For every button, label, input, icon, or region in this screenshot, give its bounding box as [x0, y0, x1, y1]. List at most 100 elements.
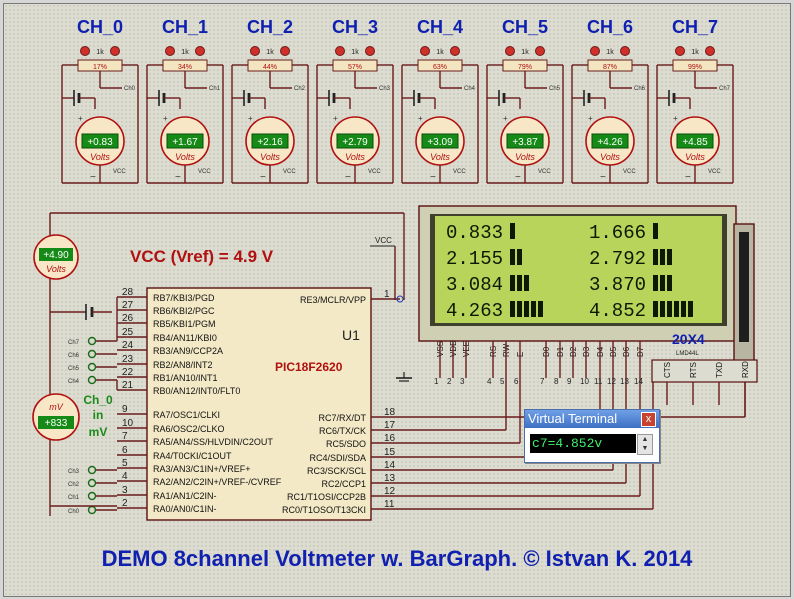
pin-name: RB7/KBI3/PGD — [153, 293, 215, 303]
lcd-pin-number: 9 — [567, 377, 572, 386]
pot-value: 1k — [521, 49, 529, 56]
close-button[interactable]: x — [641, 412, 656, 427]
scroll-arrows-icon[interactable]: ▲▼ — [637, 434, 653, 455]
net-label: Ch5 — [549, 86, 561, 92]
net-terminal-icon — [87, 336, 97, 346]
net-terminal-icon — [87, 349, 97, 359]
pin-number: 27 — [122, 300, 134, 311]
meter-unit: Volts — [260, 152, 280, 162]
pot-value: 1k — [96, 49, 104, 56]
lcd-bar-segment — [681, 301, 686, 317]
lcd-bar-segment — [660, 275, 665, 291]
terminal-pin-name: RTS — [689, 362, 698, 378]
lcd-bar-segment — [531, 301, 536, 317]
pot-percent: 17% — [93, 64, 107, 71]
pot-value: 1k — [266, 49, 274, 56]
lcd-bar-segment — [517, 275, 522, 291]
pin-name: RA6/OSC2/CLKO — [153, 424, 225, 434]
pin-number: 23 — [122, 354, 134, 365]
pot-percent: 34% — [178, 64, 192, 71]
meter-plus-label: + — [503, 114, 508, 123]
meter-unit: Volts — [46, 264, 66, 274]
pot-percent: 57% — [348, 64, 362, 71]
lcd-pin-number: 8 — [554, 377, 559, 386]
lcd-model: LMD44L — [676, 351, 699, 357]
pin-name: RA5/AN4/SS/HLVDIN/C2OUT — [153, 437, 273, 447]
vcc-label: VCC — [453, 169, 466, 175]
lcd-cell-text: 0.833 — [446, 222, 503, 244]
vcc-label: VCC — [283, 169, 296, 175]
pin-number: 3 — [122, 485, 128, 496]
lcd-bar-segment — [667, 301, 672, 317]
lcd-bar-segment — [538, 301, 543, 317]
pot-terminal-icon — [250, 46, 260, 56]
pot-terminal-icon — [705, 46, 715, 56]
pot-percent: 79% — [518, 64, 532, 71]
pot-terminal-icon — [280, 46, 290, 56]
meter-plus-label: + — [588, 114, 593, 123]
net-label: Ch6 — [634, 86, 646, 92]
channel-label: CH_0 — [77, 17, 123, 37]
pin-number: 17 — [384, 420, 396, 431]
lcd-bar-segment — [524, 301, 529, 317]
virtual-terminal-title: Virtual Terminal — [528, 411, 618, 426]
meter-display — [336, 133, 374, 149]
pin-name: RE3/MCLR/VPP — [300, 295, 366, 305]
pin-name: RC4/SDI/SDA — [309, 453, 366, 463]
pot-terminal-icon — [675, 46, 685, 56]
pin-number: 6 — [122, 445, 128, 456]
lcd-cell-text: 3.870 — [589, 274, 646, 296]
meter-reading: +2.79 — [342, 137, 368, 148]
net-terminal-icon — [87, 478, 97, 488]
lcd-bar-segment — [524, 275, 529, 291]
meter-minus-label: − — [685, 172, 691, 183]
meter-minus-label: − — [600, 172, 606, 183]
lcd-cell-text: 3.084 — [446, 274, 503, 296]
pin-number: 5 — [122, 458, 128, 469]
pot-terminal-icon — [535, 46, 545, 56]
net-terminal-icon — [87, 505, 97, 515]
meter-plus-label: + — [163, 114, 168, 123]
virtual-terminal-window[interactable]: Virtual Terminal x c7=4.852v ▲▼ — [524, 409, 660, 463]
terminal-pin-name: CTS — [663, 362, 672, 378]
mv-caption: mV — [89, 425, 108, 439]
pot-value: 1k — [181, 49, 189, 56]
lcd-pin-number: 6 — [514, 377, 519, 386]
terminal-pin-block — [651, 359, 758, 383]
net-label: Ch0 — [68, 509, 80, 515]
meter-reading: +2.16 — [257, 137, 283, 148]
lcd-bar-segment — [660, 301, 665, 317]
lcd-bar-segment — [510, 249, 515, 265]
meter-minus-label: − — [515, 172, 521, 183]
pot-terminal-icon — [165, 46, 175, 56]
pot-terminal-icon — [110, 46, 120, 56]
lcd-bar-segment — [674, 301, 679, 317]
lcd-pin-number: 1 — [434, 377, 439, 386]
pot-value: 1k — [691, 49, 699, 56]
meter-reading: +3.87 — [512, 137, 538, 148]
pin-name: RB5/KBI1/PGM — [153, 319, 216, 329]
meter-unit: Volts — [600, 152, 620, 162]
channel-label: CH_7 — [672, 17, 718, 37]
meter-plus-label: + — [333, 114, 338, 123]
vcc-label: VCC — [538, 169, 551, 175]
mv-caption: in — [93, 408, 104, 422]
pin-name: RB4/AN11/KBI0 — [153, 333, 217, 343]
pin-name: RB6/KBI2/PGC — [153, 306, 215, 316]
meter-unit: Volts — [430, 152, 450, 162]
lcd-pin-number: 11 — [594, 377, 603, 386]
pin-number: 1 — [384, 289, 390, 300]
net-label: Ch3 — [68, 469, 80, 475]
pot-value: 1k — [351, 49, 359, 56]
pin-name: RA1/AN1/C2IN- — [153, 491, 217, 501]
net-terminal-icon — [87, 465, 97, 475]
meter-minus-label: − — [90, 172, 96, 183]
pin-name: RC6/TX/CK — [319, 426, 366, 436]
vcc-title: VCC (Vref) = 4.9 V — [130, 247, 274, 266]
virtual-terminal-titlebar[interactable]: Virtual Terminal x — [525, 410, 659, 428]
net-label: Ch1 — [68, 495, 80, 501]
meter-plus-label: + — [418, 114, 423, 123]
net-label: Ch4 — [68, 379, 80, 385]
